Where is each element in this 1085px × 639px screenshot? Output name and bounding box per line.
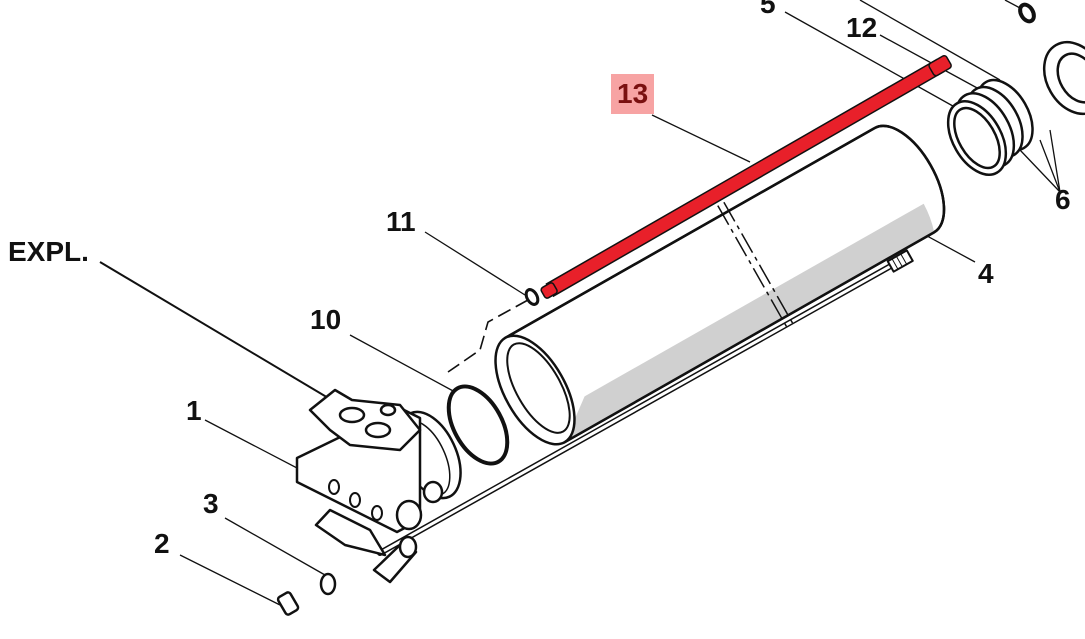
o-ring-11 xyxy=(524,288,540,306)
springs xyxy=(946,78,1034,176)
label-12[interactable]: 12 xyxy=(846,12,878,43)
o-ring-10 xyxy=(446,384,510,466)
label-11[interactable]: 11 xyxy=(386,206,416,237)
tie-rod xyxy=(377,249,914,556)
label-10[interactable]: 10 xyxy=(310,304,342,335)
piston-rod-highlighted xyxy=(540,54,952,299)
label-3[interactable]: 3 xyxy=(203,488,219,519)
leader-lines xyxy=(99,0,1061,606)
label-expl[interactable]: EXPL. xyxy=(8,236,89,267)
label-1[interactable]: 1 xyxy=(186,395,202,426)
label-2[interactable]: 2 xyxy=(154,528,170,559)
washer xyxy=(319,572,337,596)
cylinder-tube xyxy=(494,124,946,446)
label-4[interactable]: 4 xyxy=(978,258,994,289)
gland-nut xyxy=(1042,40,1085,116)
bolt xyxy=(276,591,300,616)
small-o-ring xyxy=(1018,2,1036,24)
label-13-highlighted[interactable]: 13 xyxy=(611,74,655,114)
label-5[interactable]: 5 xyxy=(760,0,776,19)
valve-block xyxy=(295,388,462,584)
label-6[interactable]: 6 xyxy=(1055,184,1071,215)
